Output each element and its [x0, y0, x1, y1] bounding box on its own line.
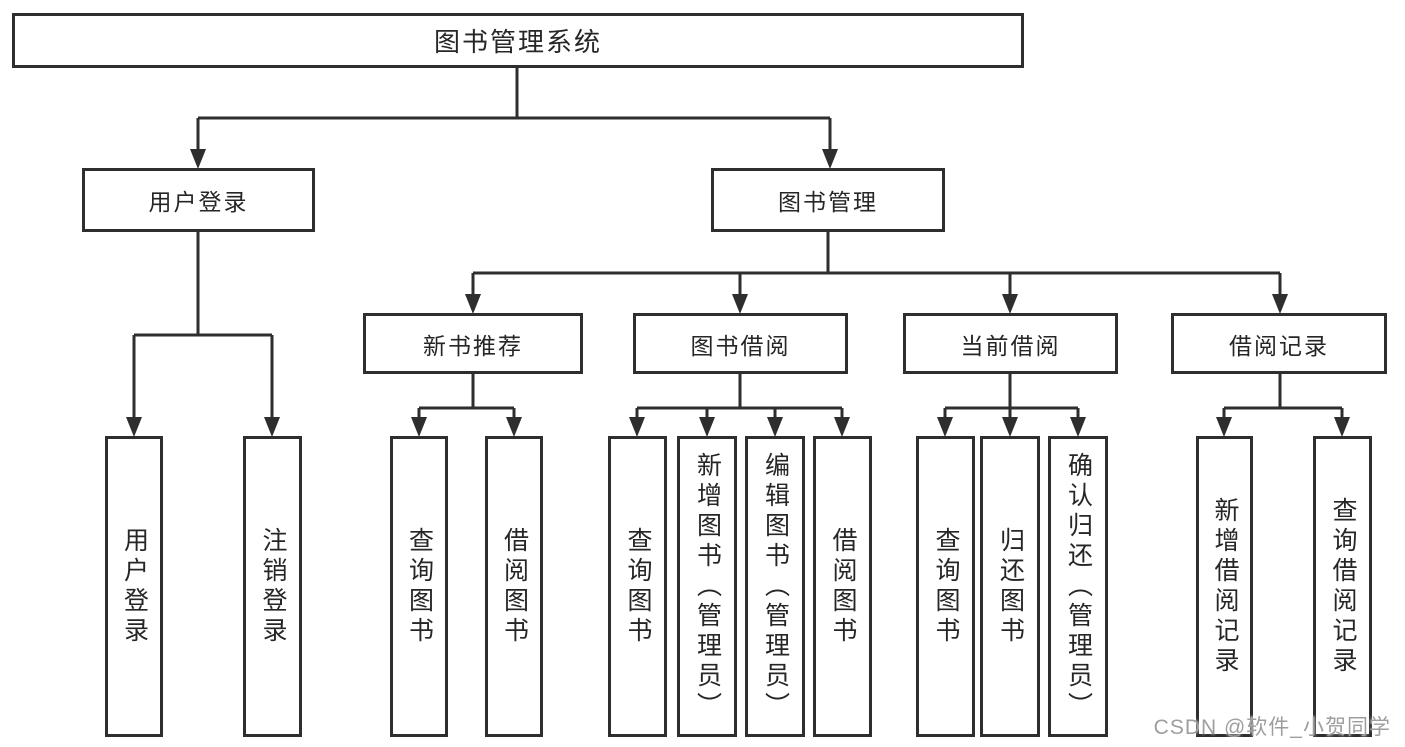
- arrow-down-icon: [1070, 417, 1086, 437]
- leaf-current-query-books-label: 查询图书: [932, 526, 960, 647]
- arrow-down-icon: [834, 417, 850, 437]
- connector-book-management-split: [465, 232, 1288, 314]
- leaf-newbook-query-books-label: 查询图书: [405, 526, 434, 647]
- leaf-newbook-borrow-books-label: 借阅图书: [500, 526, 529, 647]
- leaf-current-confirm-return-admin: 确认归还（管理员）: [1048, 436, 1108, 737]
- leaf-logout-label: 注销登录: [259, 526, 287, 647]
- leaf-user-login: 用户登录: [105, 436, 163, 737]
- node-current-borrowing: 当前借阅: [903, 313, 1118, 374]
- connector-new-book-split: [411, 374, 522, 437]
- node-new-book-recommendation: 新书推荐: [363, 313, 583, 374]
- arrow-down-icon: [506, 417, 522, 437]
- leaf-current-return-books: 归还图书: [980, 436, 1040, 737]
- node-borrowing-records: 借阅记录: [1171, 313, 1387, 374]
- leaf-records-query-record-label: 查询借阅记录: [1329, 496, 1357, 677]
- connector-root-split: [190, 68, 838, 169]
- leaf-current-query-books: 查询图书: [916, 436, 975, 737]
- leaf-newbook-query-books: 查询图书: [390, 436, 448, 737]
- leaf-records-add-record: 新增借阅记录: [1196, 436, 1253, 737]
- leaf-user-login-label: 用户登录: [120, 526, 149, 647]
- node-user-login-label: 用户登录: [148, 189, 249, 215]
- leaf-borrow-edit-books-admin-label: 编辑图书（管理员）: [761, 451, 790, 722]
- arrow-down-icon: [732, 294, 748, 314]
- arrow-down-icon: [699, 417, 715, 437]
- connector-borrow-records-split: [1216, 374, 1350, 437]
- watermark: CSDN @软件_小贺同学: [1153, 716, 1391, 739]
- leaf-current-confirm-return-admin-label: 确认归还（管理员）: [1064, 451, 1093, 722]
- leaf-borrow-add-books-admin: 新增图书（管理员）: [677, 436, 737, 737]
- arrow-down-icon: [1272, 294, 1288, 314]
- node-user-login: 用户登录: [82, 168, 315, 232]
- leaf-records-add-record-label: 新增借阅记录: [1211, 496, 1239, 677]
- arrow-down-icon: [264, 417, 280, 437]
- node-borrowing-records-label: 借阅记录: [1229, 332, 1329, 359]
- arrow-down-icon: [822, 149, 838, 169]
- node-new-book-recommendation-label: 新书推荐: [423, 332, 523, 359]
- leaf-current-return-books-label: 归还图书: [996, 526, 1025, 647]
- connector-book-borrow-split: [629, 374, 850, 437]
- connector-current-borrow-split: [937, 374, 1086, 437]
- leaf-borrow-borrow-books-label: 借阅图书: [829, 526, 857, 647]
- arrow-down-icon: [465, 294, 481, 314]
- arrow-down-icon: [126, 417, 142, 437]
- leaf-borrow-query-books-label: 查询图书: [624, 526, 652, 647]
- connector-user-login-split: [126, 232, 280, 437]
- arrow-down-icon: [629, 417, 645, 437]
- arrow-down-icon: [937, 417, 953, 437]
- arrow-down-icon: [1334, 417, 1350, 437]
- leaf-borrow-query-books: 查询图书: [608, 436, 667, 737]
- leaf-borrow-edit-books-admin: 编辑图书（管理员）: [745, 436, 805, 737]
- arrow-down-icon: [1002, 294, 1018, 314]
- node-book-borrowing: 图书借阅: [633, 313, 848, 374]
- arrow-down-icon: [411, 417, 427, 437]
- node-current-borrowing-label: 当前借阅: [960, 332, 1061, 359]
- leaf-borrow-add-books-admin-label: 新增图书（管理员）: [693, 451, 722, 722]
- arrow-down-icon: [767, 417, 783, 437]
- leaf-newbook-borrow-books: 借阅图书: [485, 436, 543, 737]
- leaf-borrow-borrow-books: 借阅图书: [813, 436, 872, 737]
- arrow-down-icon: [1002, 417, 1018, 437]
- arrow-down-icon: [190, 149, 206, 169]
- node-book-management: 图书管理: [711, 168, 945, 232]
- arrow-down-icon: [1216, 417, 1232, 437]
- leaf-logout: 注销登录: [243, 436, 302, 737]
- node-book-management-label: 图书管理: [778, 189, 878, 215]
- node-book-borrowing-label: 图书借阅: [690, 332, 791, 359]
- node-root-label: 图书管理系统: [433, 27, 602, 57]
- node-root: 图书管理系统: [12, 13, 1024, 68]
- leaf-records-query-record: 查询借阅记录: [1313, 436, 1372, 737]
